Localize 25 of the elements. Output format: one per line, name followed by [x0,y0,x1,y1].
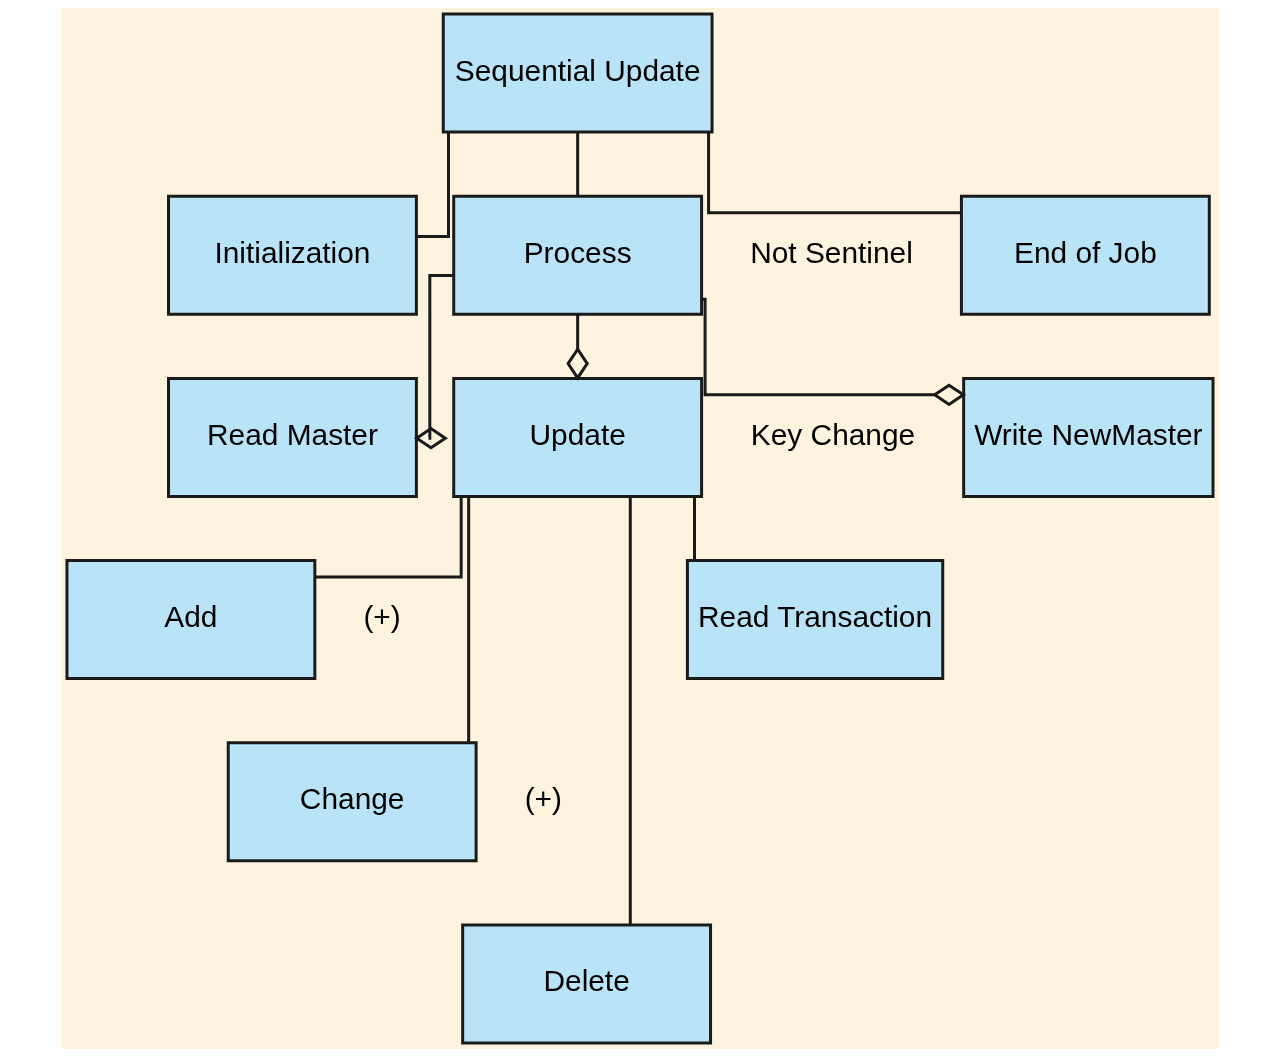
connector [701,297,966,407]
node-box: Change [226,741,478,863]
connector [416,132,450,239]
connector [314,496,463,579]
connector [575,132,579,196]
node-box: Sequential Update [441,12,714,134]
node-box: Read Transaction [685,559,944,681]
node-box: Read Master [166,376,418,498]
connector [692,496,696,561]
node-box: Delete [460,923,712,1045]
node-box: Process [451,194,703,316]
connector [628,496,632,925]
node-box: Initialization [166,194,418,316]
connector [413,273,454,450]
label: (+) [362,600,401,634]
label: Key Change [750,417,915,451]
label: Not Sentinel [749,235,913,269]
node-box: Update [451,376,703,498]
node-box: End of Job [959,194,1211,316]
node-box: Add [64,559,316,681]
connector [565,314,589,381]
connector [706,132,961,215]
node-box: Write NewMaster [961,376,1215,498]
connector [466,496,470,743]
label: (+) [524,782,562,816]
